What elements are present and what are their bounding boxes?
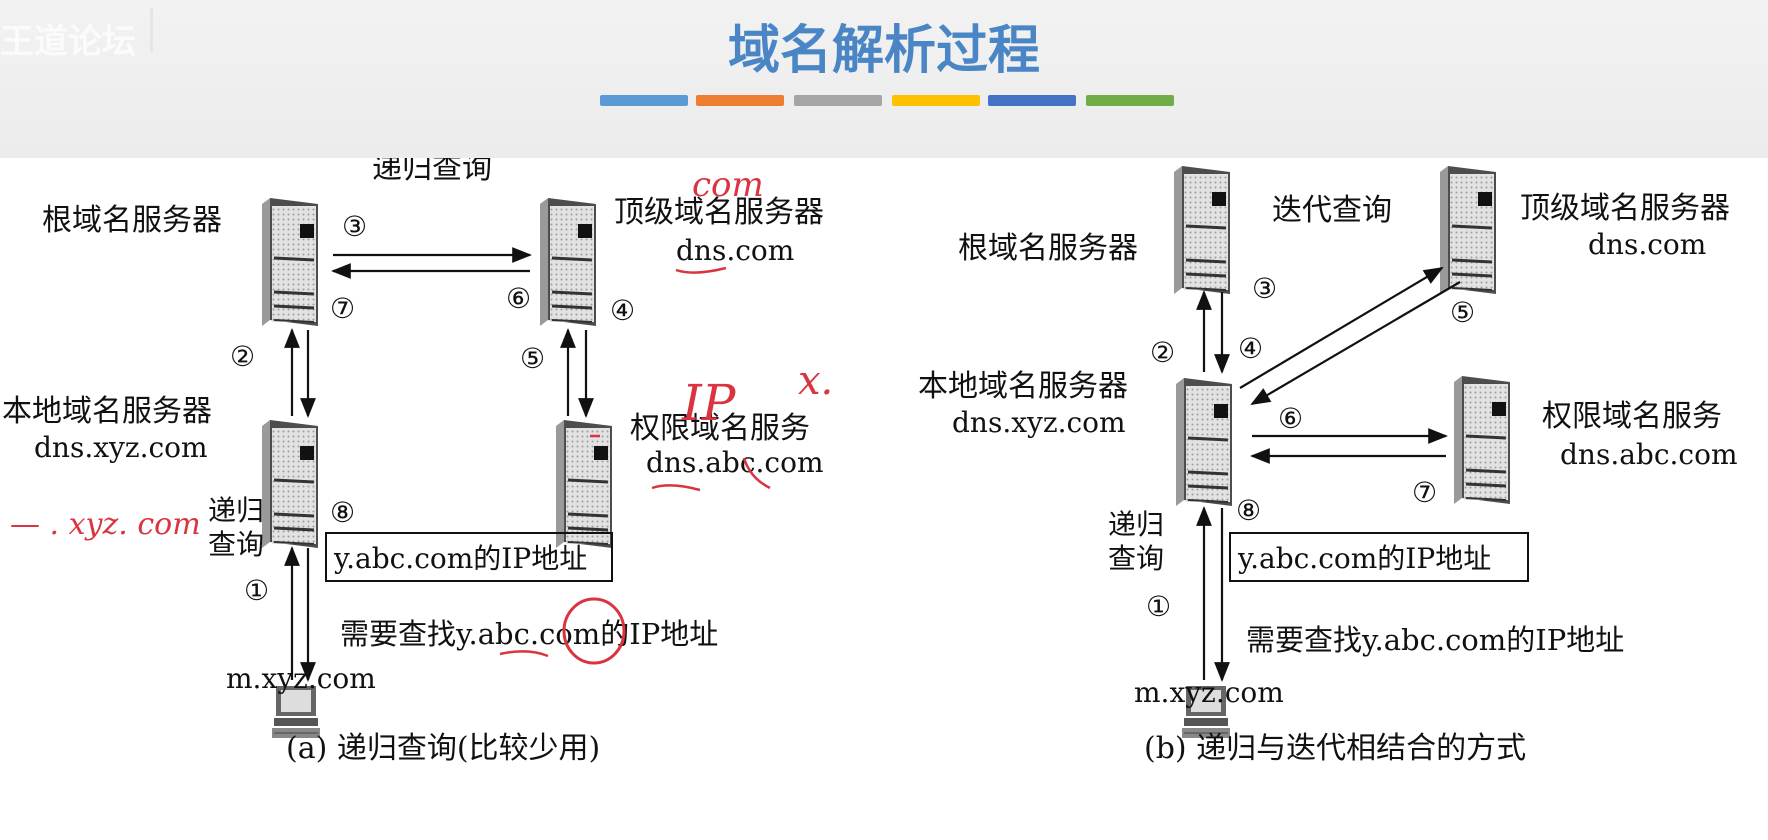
tld-server-icon-b [1438,164,1498,296]
local-server-label: 本地域名服务器 [2,394,212,429]
dns-resolution-diagram: 递归查询 根域名服务器 顶级域名服务器 dns.com 本地域名服务器 dns.… [2,158,1738,766]
color-bar [600,95,688,106]
root-server-label: 根域名服务器 [42,203,222,238]
watermark-logo [150,8,303,52]
step-5: ⑤ [520,342,545,375]
tld-server-label-b: 顶级域名服务器 [1520,191,1730,226]
host-request-label-b: 需要查找y.abc.com的IP地址 [1246,623,1624,657]
iterative-query-title: 迭代查询 [1272,193,1392,228]
step-4-b: ④ [1238,332,1263,365]
recursive-label-line1-b: 递归 [1108,508,1164,541]
step-7: ⑦ [330,292,355,325]
color-bar [794,95,882,106]
step-1: ① [244,574,269,607]
host-name-label-b: m.xyz.com [1134,676,1284,709]
step-2: ② [230,340,255,373]
step-2-b: ② [1150,336,1175,369]
step-6: ⑥ [506,282,531,315]
local-server-label-b: 本地域名服务器 [918,369,1128,404]
color-bar [1086,95,1174,106]
auth-server-label: 权限域名服务 [630,411,810,446]
auth-server-label-b: 权限域名服务 [1542,399,1722,434]
annotation-xyz: — . xyz. com [10,507,201,542]
local-server-icon [260,418,320,550]
step-7-b: ⑦ [1412,476,1437,509]
reply-box-text-b: y.abc.com的IP地址 [1237,542,1491,575]
auth-server-icon [554,418,614,550]
step-8-b: ⑧ [1236,494,1261,527]
reply-box-text: y.abc.com的IP地址 [333,542,587,575]
auth-domain-label: dns.abc.com [646,446,824,479]
reply-box-b [1229,532,1529,582]
step-5-b: ⑤ [1450,296,1475,329]
local-domain-label: dns.xyz.com [34,431,208,464]
auth-domain-label-b: dns.abc.com [1560,438,1738,471]
slide-header: 王道论坛 域名解析过程 [0,0,1768,158]
diagram-b: 迭代查询 根域名服务器 顶级域名服务器 dns.com 本地域名服务器 dns.… [918,164,1738,766]
handwritten-annotations: com IP x. — . xyz. com [10,165,833,665]
root-server-label-b: 根域名服务器 [958,231,1138,266]
annotation-ip: IP [681,374,737,432]
caption-a: (a) 递归查询(比较少用) [286,731,600,766]
local-server-icon-b [1174,376,1234,508]
auth-server-icon-b [1452,374,1512,506]
step-3-b: ③ [1252,272,1277,305]
annotation-com: com [692,165,764,205]
root-server-icon-b [1172,164,1232,296]
local-domain-label-b: dns.xyz.com [952,406,1126,439]
recursive-query-title: 递归查询 [372,158,492,186]
recursive-label-line2-b: 查询 [1108,542,1164,575]
host-name-label: m.xyz.com [226,662,376,695]
recursive-label-line1: 递归 [208,494,264,527]
host-request-label: 需要查找y.abc.com的IP地址 [340,617,718,651]
color-bar [988,95,1076,106]
tld-domain-label: dns.com [676,234,794,267]
annotation-x: x. [798,358,833,404]
diagram-a: 递归查询 根域名服务器 顶级域名服务器 dns.com 本地域名服务器 dns.… [2,158,824,766]
caption-b: (b) 递归与迭代相结合的方式 [1144,731,1526,766]
step-1-b: ① [1146,590,1171,623]
color-bar [892,95,980,106]
watermark-text: 王道论坛 [0,22,136,62]
tld-server-label: 顶级域名服务器 [614,195,824,230]
tld-domain-label-b: dns.com [1588,228,1706,261]
step-4: ④ [610,294,635,327]
color-bar [696,95,784,106]
recursive-label-line2: 查询 [208,528,264,561]
page-title: 域名解析过程 [727,21,1040,81]
reply-box [325,532,613,582]
root-server-icon [260,196,320,328]
tld-server-icon [538,196,598,328]
step-8: ⑧ [330,496,355,529]
step-6-b: ⑥ [1278,402,1303,435]
step-3: ③ [342,210,367,243]
